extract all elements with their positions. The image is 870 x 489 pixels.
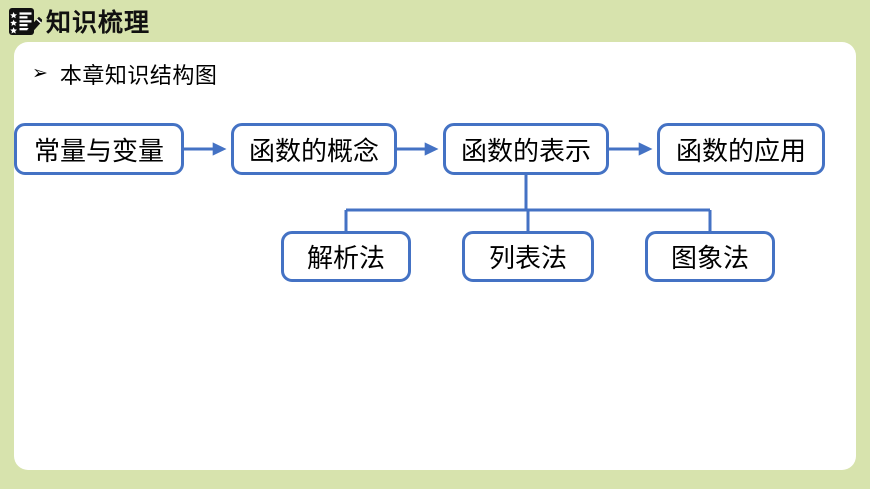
diagram-node-function-concept[interactable]: 函数的概念 [231,123,397,175]
diagram-node-constant-variable[interactable]: 常量与变量 [14,123,184,175]
diagram-node-graph-method[interactable]: 图象法 [645,231,775,282]
diagram-node-function-representation[interactable]: 函数的表示 [443,123,609,175]
slide-header: 知识梳理 [8,2,150,42]
arrow-bullet-icon: ➢ [32,61,48,84]
section-subheading-label: 本章知识结构图 [59,64,218,89]
page-title: 知识梳理 [46,7,151,37]
diagram-node-table-method[interactable]: 列表法 [462,231,594,282]
diagram-node-analytic-method[interactable]: 解析法 [281,231,411,282]
diagram-node-function-application[interactable]: 函数的应用 [657,123,825,175]
checklist-pencil-icon [8,6,42,38]
section-subheading: ➢ 本章知识结构图 [32,58,217,90]
